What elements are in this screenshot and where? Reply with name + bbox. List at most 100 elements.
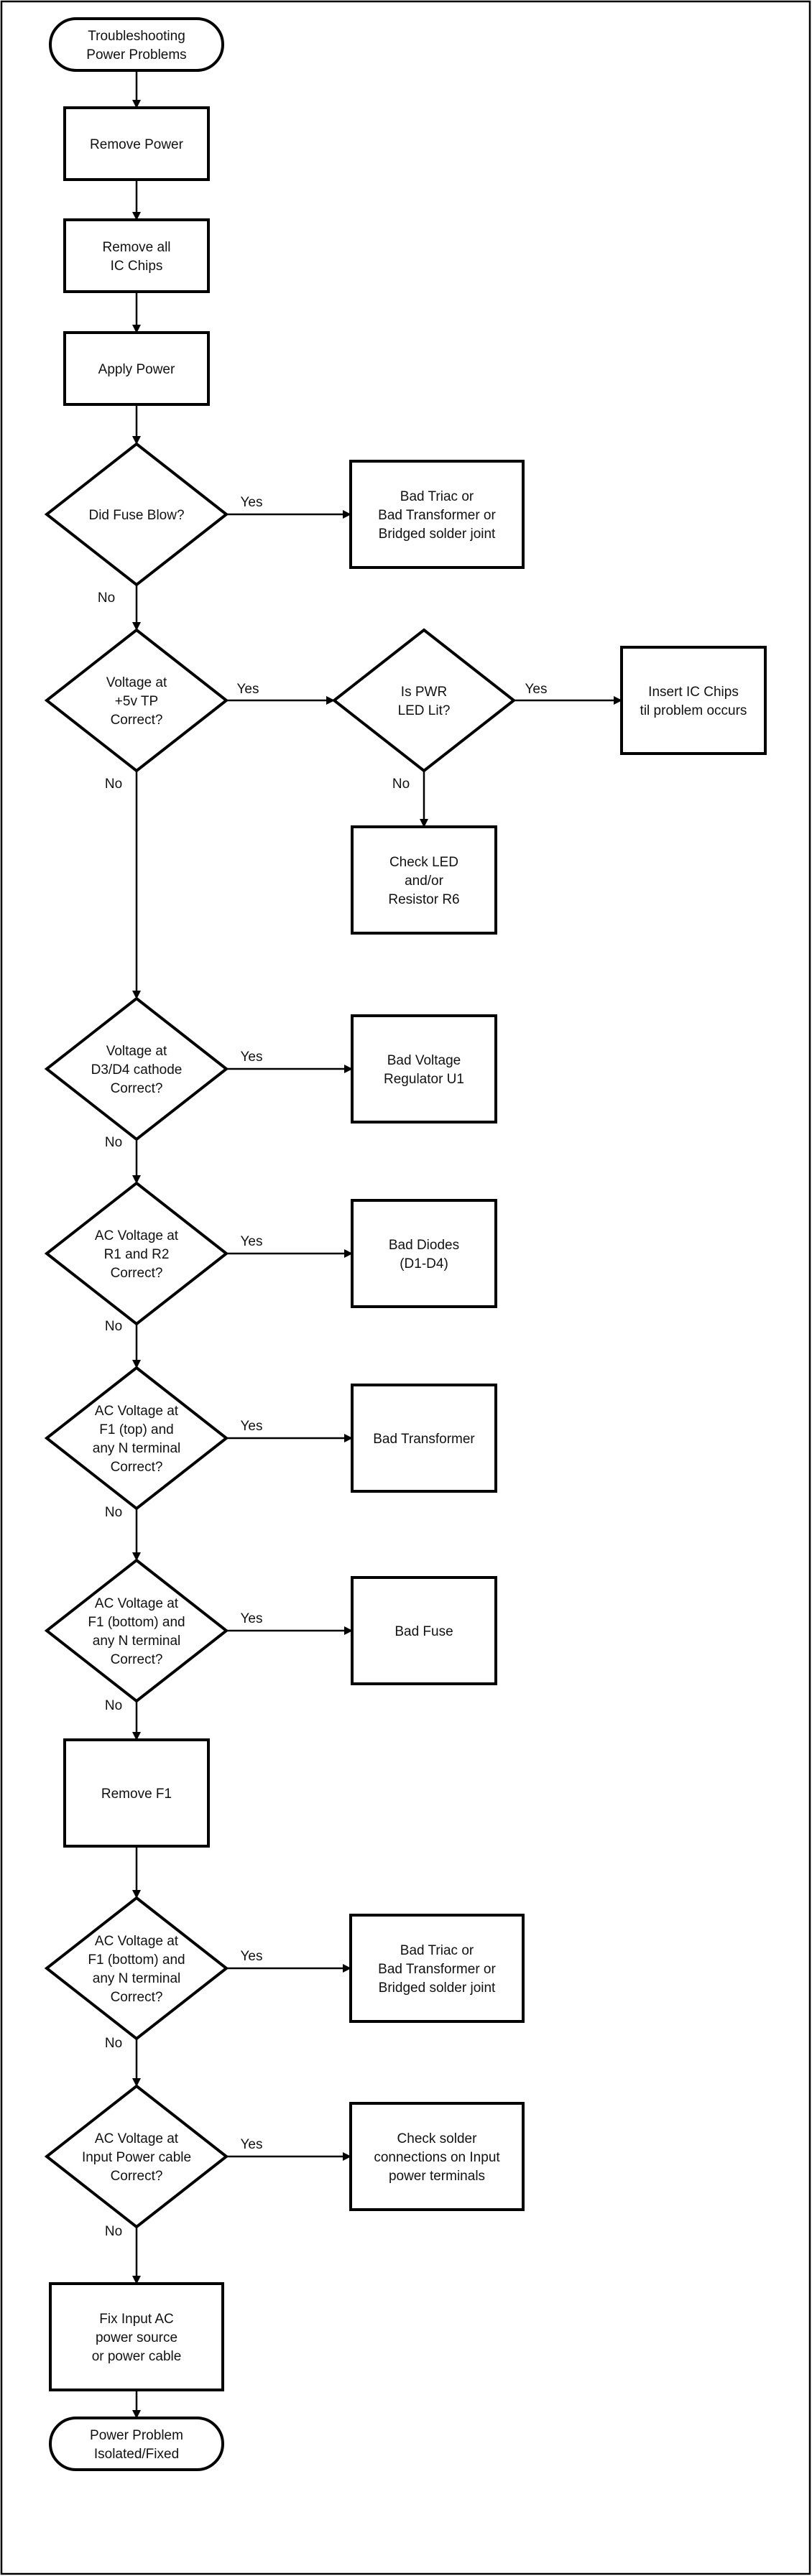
node-text-line: (D1-D4) — [400, 1256, 448, 1271]
node-text-line: connections on Input — [374, 2150, 500, 2165]
process-shape — [63, 218, 210, 293]
edge-label-yes: Yes — [525, 682, 548, 697]
decision-shape — [44, 1558, 229, 1703]
node-text-line: Voltage at — [106, 675, 167, 690]
node-text-line: Power Problems — [86, 47, 186, 62]
node-text-line: AC Voltage at — [95, 1596, 179, 1611]
node-d-5v: Voltage at +5v TP Correct? — [44, 628, 229, 773]
process-shape — [349, 460, 525, 569]
node-text-line: D3/D4 cathode — [91, 1062, 183, 1078]
node-text-line: any N terminal — [93, 1441, 181, 1456]
node-text-line: R1 and R2 — [104, 1247, 170, 1262]
node-text-line: Bad Voltage — [387, 1053, 461, 1068]
node-text-line: Regulator U1 — [384, 1072, 464, 1087]
node-d-f1bot2: AC Voltage at F1 (bottom) and any N termin… — [44, 1896, 229, 2041]
node-text-line: AC Voltage at — [95, 2131, 179, 2146]
node-text-line: Bad Triac or — [400, 489, 474, 504]
node-text-line: +5v TP — [115, 694, 158, 709]
edge-label-yes: Yes — [241, 495, 263, 510]
edge-label-no: No — [98, 590, 115, 606]
node-text-line: Input Power cable — [82, 2150, 191, 2165]
edge-label-yes: Yes — [241, 2137, 263, 2152]
node-text-line: any N terminal — [93, 1634, 181, 1649]
edge-label-no: No — [105, 1135, 122, 1150]
edge-label-no: No — [105, 1319, 122, 1334]
node-text-line: AC Voltage at — [95, 1934, 179, 1949]
decision-shape — [44, 628, 229, 773]
node-text-line: AC Voltage at — [95, 1228, 179, 1243]
process-shape — [351, 1576, 497, 1685]
edge-label-yes: Yes — [241, 1234, 263, 1249]
node-text-line: Correct? — [111, 1266, 163, 1281]
node-text-line: F1 (top) and — [99, 1422, 174, 1437]
edge-label-no: No — [105, 1505, 122, 1520]
edge-label-yes: Yes — [241, 1611, 263, 1626]
node-text-line: Bridged solder joint — [379, 1980, 496, 1996]
process-shape — [351, 825, 497, 935]
node-text-line: Bad Triac or — [400, 1943, 474, 1958]
process-shape — [49, 2282, 224, 2391]
node-d-pwr-led: Is PWR LED Lit? — [331, 628, 517, 773]
process-shape — [349, 1914, 525, 2023]
node-text-line: Bad Transformer or — [378, 508, 496, 523]
edge-label-no: No — [105, 1698, 122, 1713]
node-text-line: any N terminal — [93, 1971, 181, 1986]
decision-shape — [44, 1366, 229, 1511]
edge-label-no: No — [105, 2224, 122, 2239]
node-text-line: Bridged solder joint — [379, 527, 496, 542]
node-d-f1top: AC Voltage at F1 (top) and any N terminalC… — [44, 1366, 229, 1511]
decision-shape — [331, 628, 517, 773]
process-shape — [620, 646, 767, 755]
node-check-solder: Check solder connections on Input power te… — [349, 2102, 525, 2211]
node-text-line: Fix Input AC — [99, 2312, 174, 2327]
node-d-fuse: Did Fuse Blow? — [44, 442, 229, 587]
decision-shape — [44, 996, 229, 1141]
edge-label-no: No — [105, 2036, 122, 2051]
node-text-line: Bad Transformer — [373, 1432, 475, 1447]
node-text-line: F1 (bottom) and — [88, 1952, 185, 1968]
node-text-line: LED Lit? — [398, 703, 451, 718]
node-text-line: Correct? — [111, 713, 163, 728]
node-text-line: Check solder — [397, 2131, 478, 2146]
node-text-line: Check LED — [389, 855, 458, 870]
decision-shape — [44, 442, 229, 587]
node-remove-f1: Remove F1 — [63, 1738, 210, 1848]
node-bad-transformer: Bad Transformer — [351, 1384, 497, 1493]
node-text-line: Correct? — [111, 1081, 163, 1096]
node-text-line: Bad Transformer or — [378, 1962, 496, 1977]
node-bad-triac-1: Bad Triac or Bad Transformer or Bridged so… — [349, 460, 525, 569]
node-text-line: Bad Fuse — [395, 1624, 453, 1639]
node-text-line: power terminals — [389, 2169, 485, 2184]
edge-label-yes: Yes — [241, 1419, 263, 1434]
node-text-line: Voltage at — [106, 1044, 167, 1059]
node-text-line: Resistor R6 — [388, 892, 459, 907]
node-text-line: Correct? — [111, 1460, 163, 1475]
node-text-line: AC Voltage at — [95, 1404, 179, 1419]
process-shape — [351, 1014, 497, 1123]
process-shape — [63, 331, 210, 406]
edge-label-no: No — [392, 777, 410, 792]
decision-shape — [44, 2084, 229, 2229]
process-shape — [349, 2102, 525, 2211]
node-text-line: Is PWR — [401, 685, 447, 700]
node-d-f1bot: AC Voltage at F1 (bottom) and any N termin… — [44, 1558, 229, 1703]
node-apply-power: Apply Power — [63, 331, 210, 406]
node-text-line: Bad Diodes — [389, 1238, 459, 1253]
node-text-line: Remove all — [102, 240, 170, 255]
process-shape — [351, 1199, 497, 1308]
terminator-shape — [49, 2417, 224, 2471]
process-shape — [63, 106, 210, 181]
node-text-line: F1 (bottom) and — [88, 1615, 185, 1630]
node-text-line: Correct? — [111, 1652, 163, 1667]
